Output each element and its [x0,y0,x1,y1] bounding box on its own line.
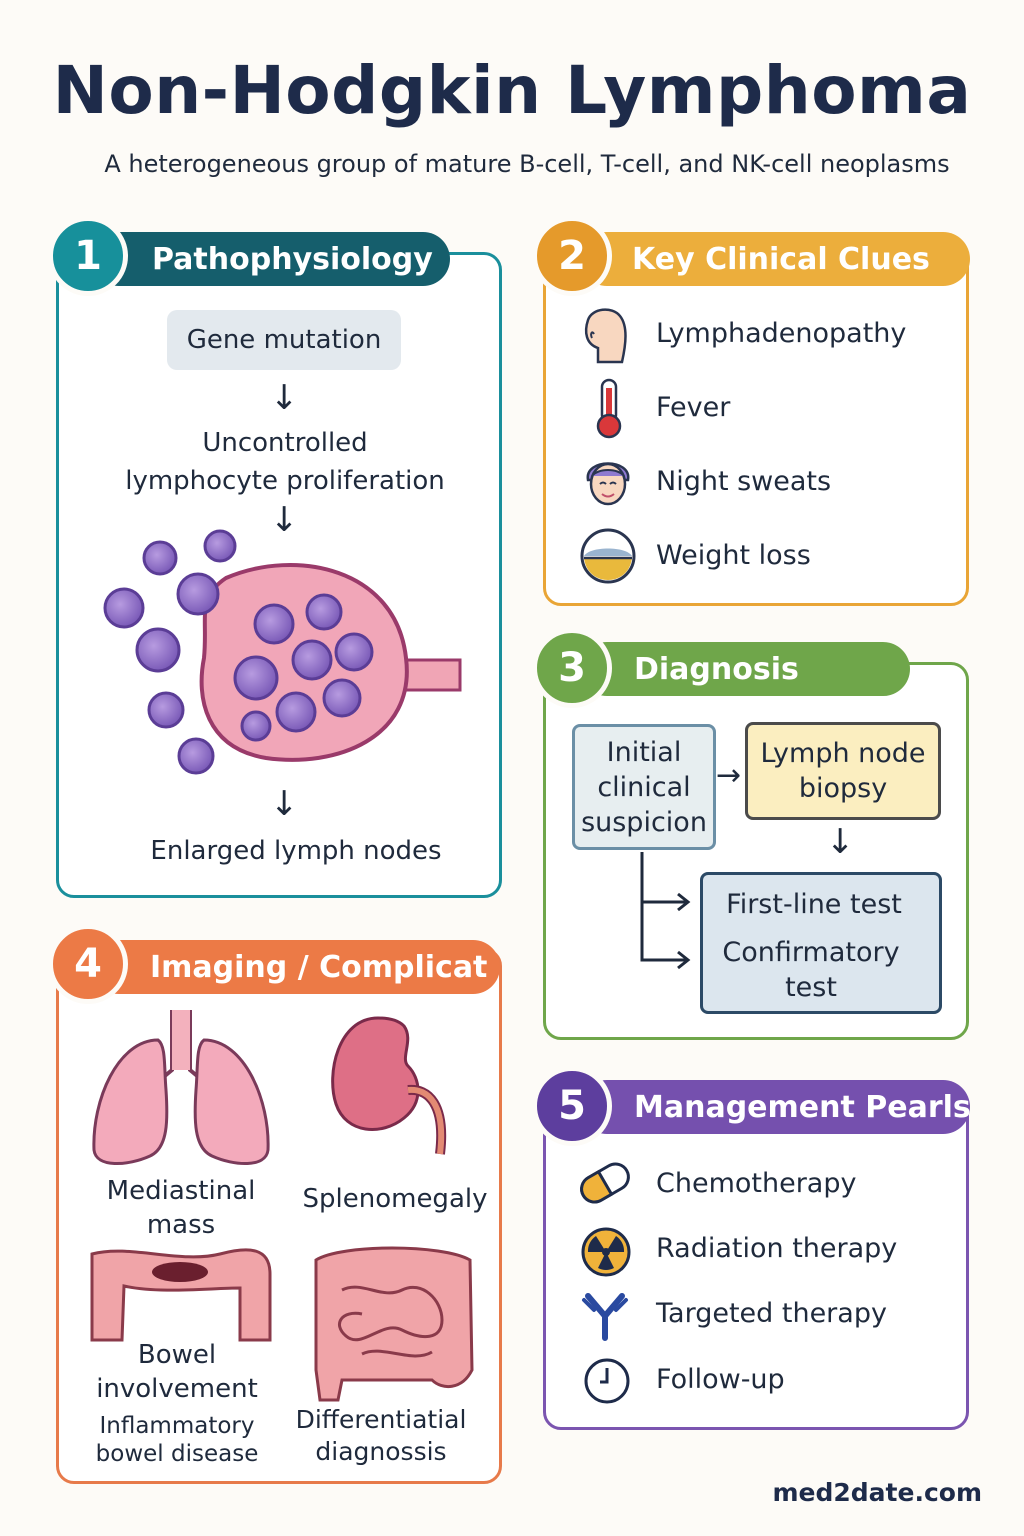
pathophysiology-header: Pathophysiology [92,232,450,286]
section-number-5: 5 [532,1066,612,1146]
lymph-node-illustration-icon [103,529,462,775]
section-number-2: 2 [532,216,612,296]
management-header: Management Pearls [580,1080,971,1134]
lungs-icon [92,1010,270,1166]
arrow-down-icon: ↓ [270,500,299,540]
differential-line-2: diagnossis [315,1437,447,1466]
intestines-icon [314,1246,474,1402]
gene-mutation-box: Gene mutation [167,310,401,370]
tests-box: First-line test Confirmatory test [700,872,942,1014]
radiation-icon [581,1227,631,1277]
head-neck-icon [584,308,627,364]
scale-icon [580,528,636,584]
page-title: Non-Hodgkin Lymphoma [52,52,972,129]
clue-weight-loss: Weight loss [656,540,811,571]
differential-line-1: Differentiatial [295,1405,467,1434]
section-number-1: 1 [48,216,128,296]
arrow-down-icon: ↓ [270,784,299,824]
proliferation-line-1: Uncontrolled [202,428,368,458]
spleen-icon [331,1016,447,1155]
antibody-icon [582,1293,628,1341]
bowel-line-2: involvement [96,1374,258,1404]
first-line-test: First-line test [726,889,902,920]
clue-fever: Fever [656,392,731,423]
initial-line-1: Initial [606,736,682,768]
initial-line-3: suspicion [581,806,707,838]
section-number-4: 4 [48,924,128,1004]
page-subtitle: A heterogeneous group of mature B-cell, … [104,150,950,178]
differential-diagnosis-label: Differentiatial diagnossis [286,1404,476,1468]
management-heading: Management Pearls [634,1089,971,1125]
bowel-line-1: Bowel [137,1340,217,1370]
ibd-line-2: bowel disease [95,1441,259,1467]
lymph-node-biopsy-box: Lymph node biopsy [745,722,941,820]
management-chemotherapy: Chemotherapy [656,1168,857,1199]
confirmatory-line-2: test [785,972,837,1003]
initial-suspicion-box: Initial clinical suspicion [572,724,716,850]
imaging-header: Imaging / Complicat [92,940,500,994]
confirmatory-test: Confirmatory test [703,935,919,1005]
mediastinal-mass-label: Mediastinal mass [86,1174,276,1242]
biopsy-line-2: biopsy [798,773,888,804]
arrow-down-icon: ↓ [826,822,855,862]
pathophysiology-heading: Pathophysiology [152,241,433,277]
clock-icon [584,1358,630,1404]
biopsy-line-1: Lymph node [760,738,926,769]
clue-lymphadenopathy: Lymphadenopathy [656,318,907,349]
clue-night-sweats: Night sweats [656,466,832,497]
mediastinal-line-2: mass [146,1210,216,1240]
mediastinal-line-1: Mediastinal [106,1176,256,1206]
capsule-icon [580,1162,630,1204]
inflammatory-bowel-disease-label: Inflammatory bowel disease [82,1412,272,1468]
bowel-icon [90,1248,272,1342]
management-targeted-therapy: Targeted therapy [656,1298,887,1329]
clinical-clues-heading: Key Clinical Clues [632,241,930,277]
footer-site-name[interactable]: med2date.com [772,1478,982,1507]
proliferation-line-2: lymphocyte proliferation [125,466,445,496]
section-number-3: 3 [532,628,612,708]
branch-connector-icon [640,852,691,970]
thermometer-icon [596,378,622,439]
diagnosis-heading: Diagnosis [634,651,799,687]
ibd-line-1: Inflammatory [99,1413,255,1439]
management-radiation-therapy: Radiation therapy [656,1233,898,1264]
initial-line-2: clinical [597,771,691,803]
arrow-down-icon: ↓ [270,378,299,418]
confirmatory-line-1: Confirmatory [722,937,900,968]
imaging-panel [56,948,502,1484]
diagnosis-header: Diagnosis [580,642,910,696]
proliferation-text: Uncontrolled lymphocyte proliferation [90,424,480,500]
arrow-right-icon: → [716,758,742,793]
imaging-heading: Imaging / Complicat [150,949,488,985]
bowel-involvement-label: Bowel involvement [82,1338,272,1406]
sweating-face-icon [586,462,630,506]
enlarged-lymph-nodes-text: Enlarged lymph nodes [150,836,442,866]
clinical-clues-header: Key Clinical Clues [580,232,970,286]
management-follow-up: Follow-up [656,1364,785,1395]
splenomegaly-label: Splenomegaly [302,1184,488,1214]
